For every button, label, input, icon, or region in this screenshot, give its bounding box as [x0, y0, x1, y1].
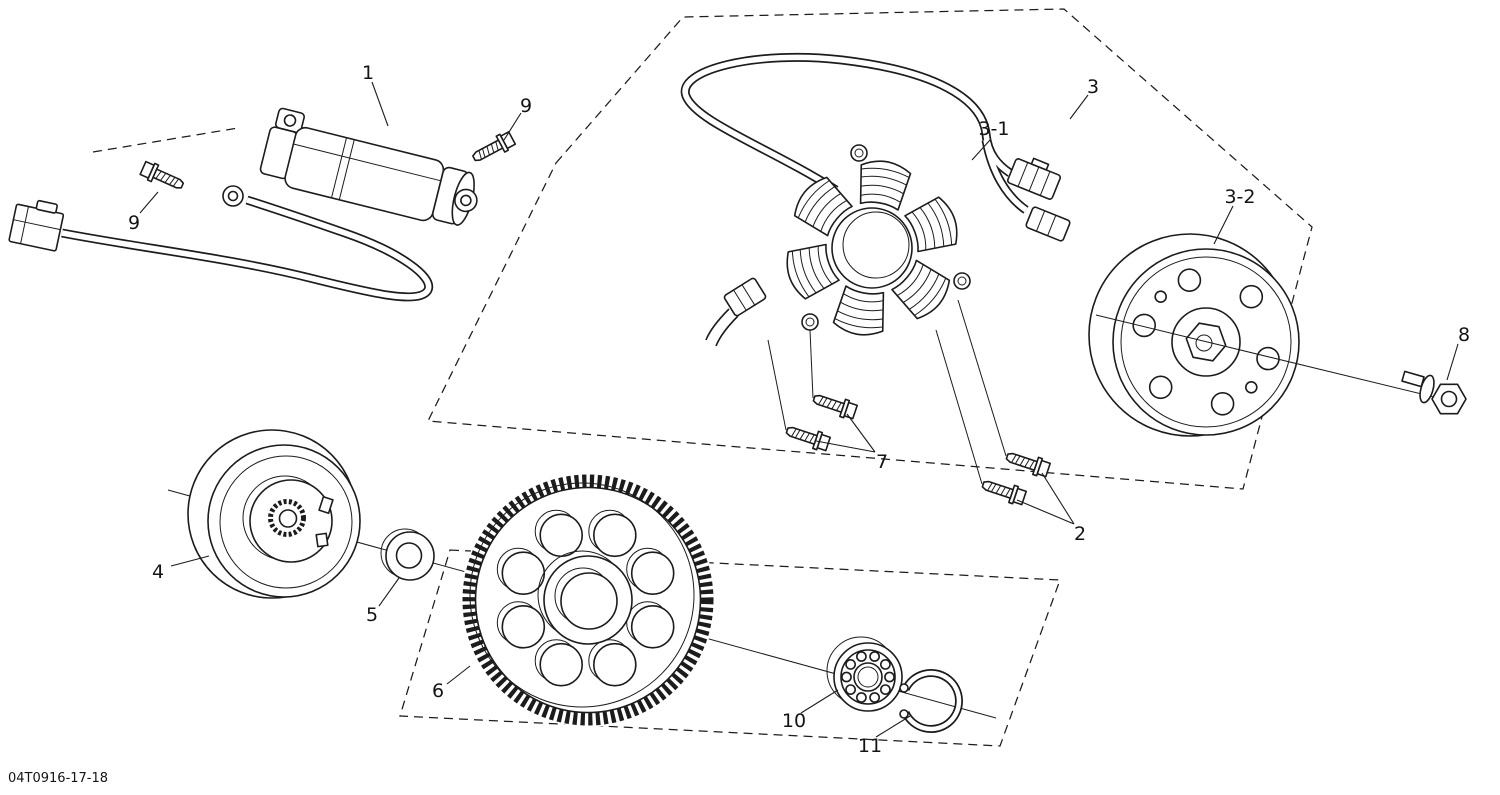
- stator-harness-inner: [682, 54, 1012, 193]
- callout-8: 8: [1458, 324, 1470, 346]
- callout-6: 6: [432, 680, 444, 702]
- callout-1: 1: [362, 62, 374, 84]
- callouts: 1 9 9 3 3-1 3-2 8 4 5 6 7 2 10 11: [128, 62, 1470, 757]
- ring-terminal-hole: [227, 190, 239, 202]
- drawing-code: 04T0916-17-18: [8, 771, 108, 786]
- stator-harness-branch-inner: [983, 139, 1028, 213]
- callout-9b: 9: [128, 212, 140, 234]
- stator-coils: [786, 160, 958, 336]
- callout-11: 11: [858, 735, 882, 757]
- circlip: [899, 669, 963, 733]
- washer: [380, 528, 435, 581]
- screw-2-a: [1003, 447, 1052, 480]
- callout-5: 5: [366, 604, 378, 626]
- starter-cable-outer: [61, 195, 434, 302]
- screw-9-upper: [469, 129, 518, 167]
- screw-7-a: [810, 389, 859, 422]
- dashed-boundary-gear-group: [399, 549, 1061, 747]
- stator-mount-lugs: [801, 144, 971, 331]
- stator-harness-outer: [680, 52, 1013, 194]
- callout-10: 10: [782, 710, 806, 732]
- axis-line-flywheel-bolt: [1095, 314, 1464, 405]
- stator: [786, 144, 971, 336]
- drive-gear: [461, 473, 715, 727]
- flywheel-rotor: [1088, 233, 1300, 437]
- callout-3-1: 3-1: [978, 118, 1009, 140]
- starter-assembly: [8, 107, 518, 302]
- pickup-wires: [705, 308, 739, 347]
- stator-inner-ring-2: [842, 211, 910, 279]
- starter-cable-inner: [61, 197, 432, 300]
- harness-connector-upper: [1006, 157, 1062, 200]
- screw-9-left: [138, 158, 187, 195]
- assembly-lines: [767, 299, 1007, 485]
- screw-7-b: [783, 421, 832, 454]
- dashed-axis-starter-screw: [92, 127, 239, 153]
- gear-holes: [496, 509, 675, 687]
- callout-3-2: 3-2: [1224, 186, 1255, 208]
- crank-bolt: [1401, 370, 1467, 415]
- gear-drive-assembly: [187, 429, 963, 733]
- starter-motor: [259, 107, 478, 226]
- clutch-drum: [187, 429, 361, 599]
- callout-4: 4: [152, 561, 164, 583]
- cable-connector: [8, 199, 65, 252]
- dashed-boundary-magneto: [427, 8, 1313, 490]
- stator-inner-ring: [831, 207, 913, 289]
- callout-7: 7: [876, 451, 888, 473]
- pickup-connector: [723, 277, 767, 317]
- magneto-assembly: [680, 52, 1467, 508]
- callout-2: 2: [1074, 523, 1086, 545]
- flywheel-bolt-holes: [1132, 268, 1280, 416]
- harness-connector-lower: [1025, 206, 1071, 242]
- callout-3: 3: [1087, 76, 1099, 98]
- screw-2-b: [979, 475, 1028, 508]
- bearing: [826, 636, 903, 712]
- leader-lines: [139, 81, 1459, 738]
- callout-9a: 9: [520, 95, 532, 117]
